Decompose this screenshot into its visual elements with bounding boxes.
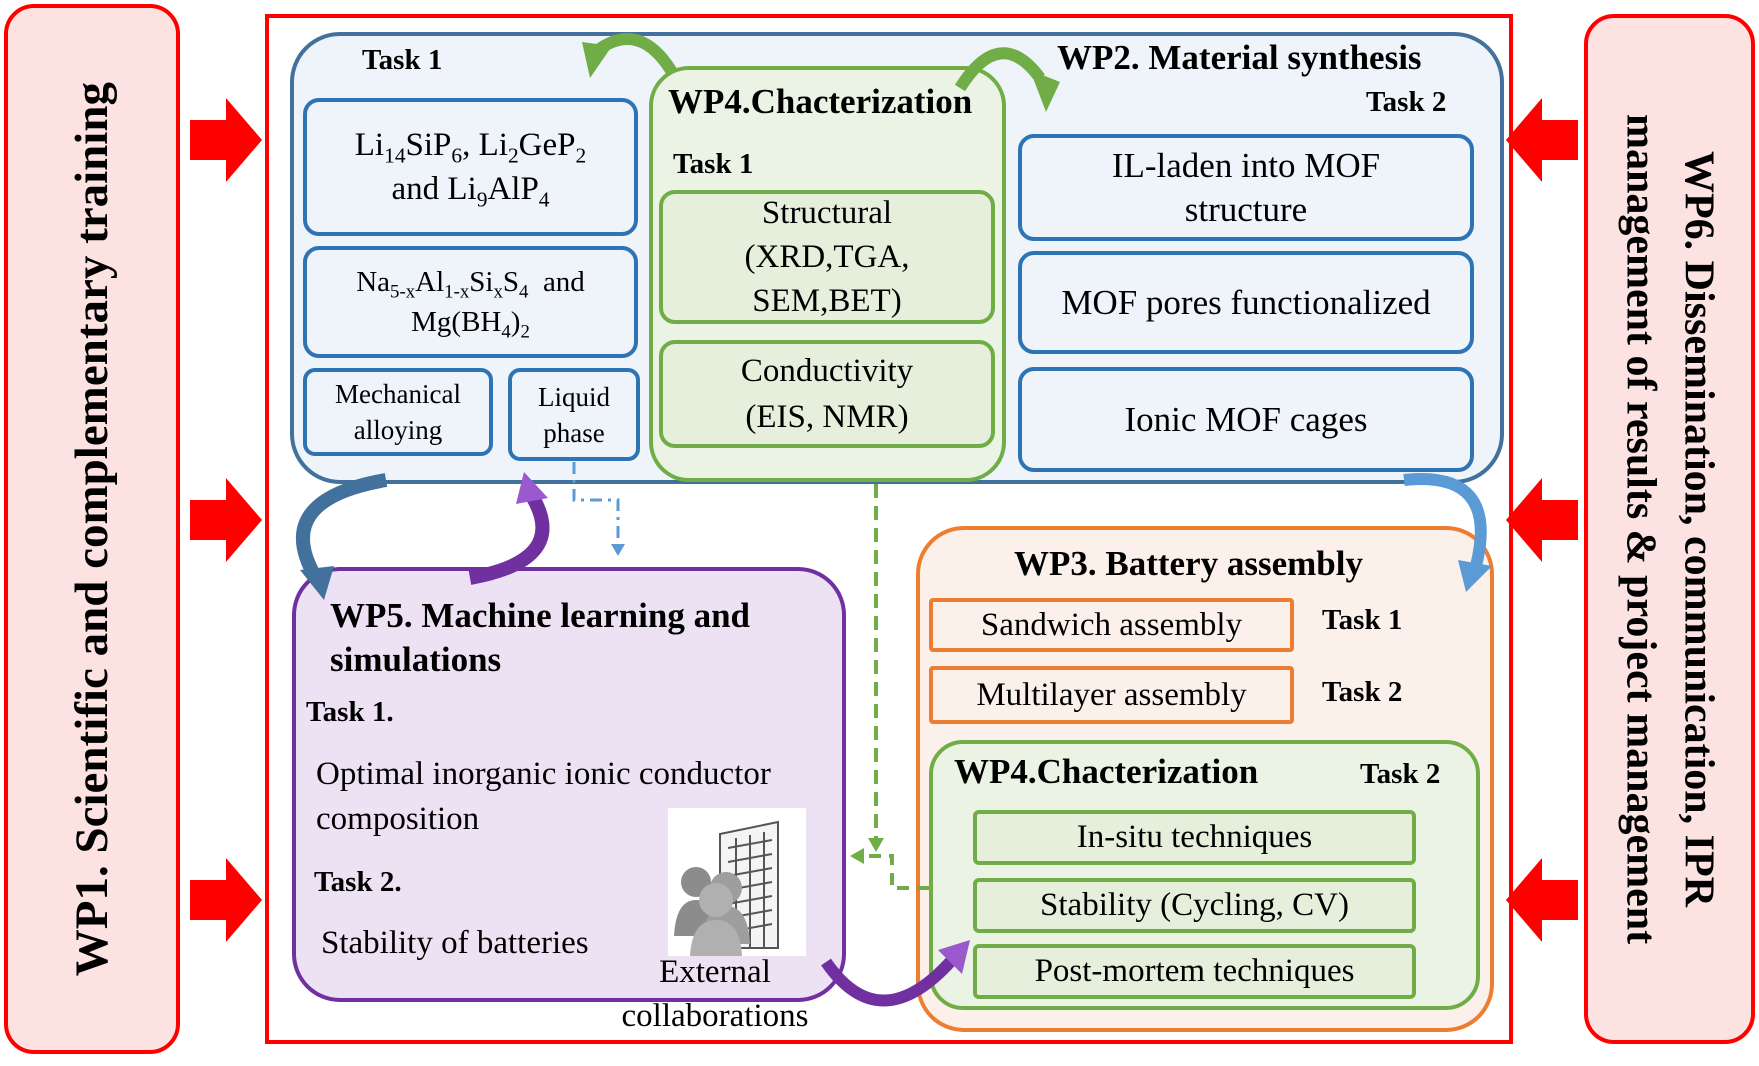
dashed-line-wp4b-to-wp5 [862,854,929,890]
material-box-na: Na5-xAl1-xSixS4 and Mg(BH4)2 [303,246,638,358]
wp4-top-task-label: Task 1 [673,148,754,180]
curve-arrow-wp2-to-wp3 [1403,473,1487,568]
dashdot-line-liquid [572,462,620,548]
postmortem-box: Post-mortem techniques [973,944,1416,999]
main-frame [265,14,1513,1044]
wp3-task1-label: Task 1 [1322,604,1403,636]
wp5-title-line2: simulations [330,640,502,679]
curve-arrow-wp5-to-wp4b [821,955,957,1007]
wp4-bottom-task-label: Task 2 [1360,758,1441,790]
dashed-head-1 [868,838,884,852]
ionic-mof-cages-box: Ionic MOF cages [1018,367,1474,472]
external-line2: collaborations [621,998,809,1034]
curve-arrow-head-4 [516,472,548,504]
wp6-title-line1: WP6. Dissemination, communication, IPR [1675,151,1722,907]
wp5-task1-line2: composition [316,801,480,837]
mof-pores-box: MOF pores functionalized [1018,251,1474,354]
curve-arrow-wp4-to-task1 [594,33,678,76]
wp2-task2-label: Task 2 [1366,86,1447,118]
curve-arrow-head-6 [938,940,970,974]
arrow-left-3 [190,858,262,942]
wp5-task2-text: Stability of batteries [321,925,589,961]
curve-arrow-head-1 [582,42,612,78]
mechanical-alloying-box: Mechanical alloying [303,368,493,456]
curve-arrow-head-5 [1458,560,1492,592]
arrow-left-1 [190,98,262,182]
wp4-bottom-title: WP4.Chacterization [954,752,1259,791]
dashdot-head [611,544,625,556]
wp5-task1-label: Task 1. [306,696,394,728]
sandwich-assembly-box: Sandwich assembly [929,598,1294,652]
conductivity-box: Conductivity (EIS, NMR) [659,340,995,448]
material-box-li: Li14SiP6, Li2GeP2 and Li9AlP4 [303,98,638,236]
il-laden-mof-box: IL-laden into MOF structure [1018,134,1474,241]
insitu-box: In-situ techniques [973,810,1416,865]
arrow-right-2 [1506,478,1578,562]
curve-arrow-wp2-to-wp5 [295,473,388,582]
wp4-top-title: WP4.Chacterization [668,82,973,121]
wp5-task1-line1: Optimal inorganic ionic conductor [316,756,771,792]
wp3-title: WP3. Battery assembly [1014,544,1363,583]
wp5-task2-label: Task 2. [314,866,402,898]
curve-arrow-head-3 [300,566,334,600]
dashed-head-2 [850,848,864,864]
curve-arrow-wp4-to-wp2 [954,47,1045,92]
multilayer-assembly-box: Multilayer assembly [929,666,1294,724]
curve-arrow-head-2 [1030,70,1060,112]
wp1-panel: WP1. Scientific and complementary traini… [4,4,180,1054]
liquid-phase-box: Liquid phase [508,368,640,461]
wp6-title-line2: management of results & project manageme… [1617,113,1664,945]
external-line1: External [659,954,771,990]
wp3-task2-label: Task 2 [1322,676,1403,708]
wp2-title: WP2. Material synthesis [1057,38,1422,77]
arrow-right-3 [1506,858,1578,942]
structural-box: Structural (XRD,TGA, SEM,BET) [659,190,995,324]
wp6-panel: WP6. Dissemination, communication, IPR m… [1584,14,1755,1044]
stability-box: Stability (Cycling, CV) [973,878,1416,933]
people-building-icon [668,808,806,956]
arrow-left-2 [190,478,262,562]
arrow-right-1 [1506,98,1578,182]
wp2-task1-label: Task 1 [362,44,443,76]
wp5-title-line1: WP5. Machine learning and [330,596,751,635]
curve-arrow-wp5-to-wp2 [468,492,550,585]
